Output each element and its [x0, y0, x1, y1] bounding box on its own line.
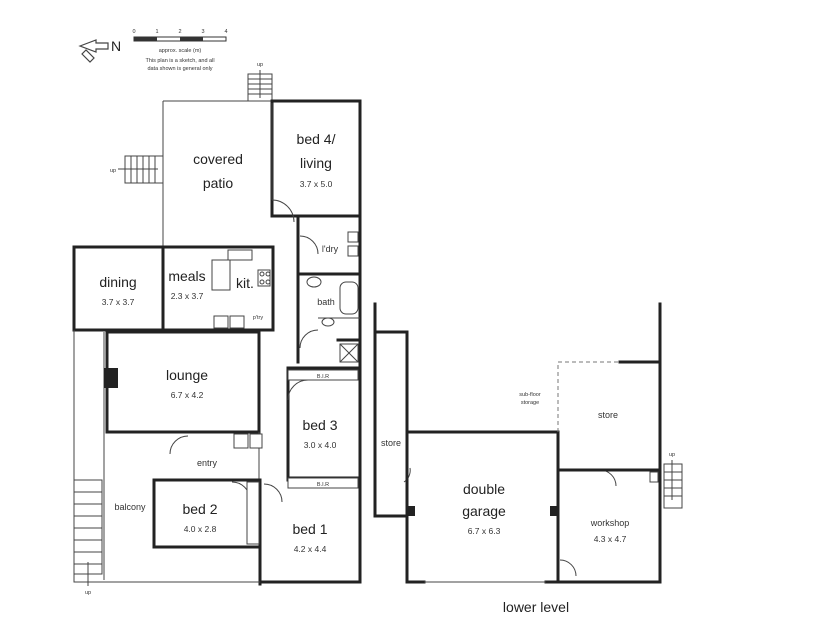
bed2-dims: 4.0 x 2.8: [184, 524, 217, 534]
entry-label: entry: [197, 458, 218, 468]
pantry-label: p'try: [253, 315, 263, 321]
bed1-label: bed 1: [292, 521, 327, 537]
balcony-label: balcony: [114, 502, 146, 512]
meals-dims: 2.3 x 3.7: [171, 291, 204, 301]
subfloor-label-1: sub-floor: [519, 392, 541, 398]
dining-label: dining: [99, 274, 136, 290]
lounge-dims: 6.7 x 4.2: [171, 390, 204, 400]
dining-dims: 3.7 x 3.7: [102, 297, 135, 307]
stairs-balcony: [73, 479, 103, 586]
stairs-balcony-up-label: up: [85, 590, 91, 596]
bed2-label: bed 2: [182, 501, 217, 517]
north-arrow-icon: [78, 39, 109, 63]
bed4-label-1: bed 4/: [297, 131, 336, 147]
disclaimer-line-2: data shown is general only: [147, 66, 212, 72]
scale-tick-0: 0: [132, 29, 135, 35]
compass-label: N: [111, 38, 121, 54]
stairs-top-up-label: up: [257, 62, 263, 68]
lower-level-label: lower level: [503, 599, 569, 615]
disclaimer-line-1: This plan is a sketch, and all: [145, 58, 214, 64]
workshop-label: workshop: [590, 518, 630, 528]
stairs-patio-left: [118, 155, 164, 184]
ldry-label: l'dry: [322, 244, 339, 254]
bed1-dims: 4.2 x 4.4: [294, 544, 327, 554]
robe-label-bed1: B.I.R: [317, 482, 329, 488]
covered-patio-label-2: patio: [203, 175, 234, 191]
scale-tick-2: 2: [178, 29, 181, 35]
bed3-dims: 3.0 x 4.0: [304, 440, 337, 450]
garage-label-2: garage: [462, 503, 506, 519]
workshop-dims: 4.3 x 4.7: [594, 534, 627, 544]
meals-label: meals: [168, 268, 205, 284]
bed3-label: bed 3: [302, 417, 337, 433]
robe-label-bed3: B.I.R: [317, 374, 329, 380]
garage-label-1: double: [463, 481, 505, 497]
scale-bar: 0 1 2 3 4 approx. scale (m) This plan is…: [132, 29, 227, 72]
store-right-label: store: [598, 410, 618, 420]
stairs-workshop: [663, 460, 683, 509]
scale-tick-1: 1: [155, 29, 158, 35]
bath-label: bath: [317, 297, 335, 307]
scale-tick-4: 4: [224, 29, 227, 35]
covered-patio-label-1: covered: [193, 151, 243, 167]
store-left-label: store: [381, 438, 401, 448]
bed4-dims: 3.7 x 5.0: [300, 179, 333, 189]
bed4-label-2: living: [300, 155, 332, 171]
scale-unit-label: approx. scale (m): [159, 48, 202, 54]
stairs-top: [247, 70, 273, 102]
scale-tick-3: 3: [201, 29, 204, 35]
lounge-label: lounge: [166, 367, 208, 383]
garage-dims: 6.7 x 6.3: [468, 526, 501, 536]
kitchen-label: kit.: [236, 275, 254, 291]
fixtures: [104, 231, 359, 545]
subfloor-label-2: storage: [521, 400, 539, 406]
lower-level-walls: [373, 302, 662, 584]
stairs-workshop-up-label: up: [669, 452, 675, 458]
stairs-left-up-label: up: [110, 168, 116, 174]
